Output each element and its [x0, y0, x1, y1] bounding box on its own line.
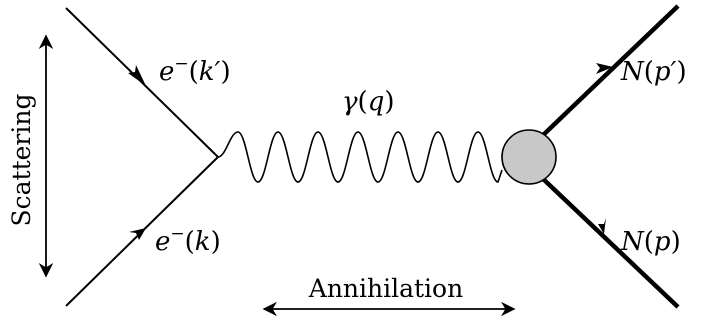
label-nucleon-incoming: N(p)	[620, 227, 681, 257]
label-electron-incoming: e−(k)	[155, 224, 221, 257]
annihilation-label: Annihilation	[308, 274, 463, 303]
label-electron-outgoing: e−(k′)	[159, 54, 231, 87]
label-photon: γ(q)	[342, 87, 395, 117]
nucleon-line-outgoing	[538, 4, 680, 140]
hadronic-vertex-blob	[501, 129, 557, 185]
nucleon-incoming-arrow-icon	[598, 218, 606, 234]
electron-incoming-arrow-icon	[129, 228, 146, 240]
electron-outgoing-arrow-icon	[128, 65, 146, 86]
nucleon-outgoing-arrow-icon	[596, 63, 613, 74]
label-nucleon-outgoing: N(p′)	[620, 57, 687, 87]
photon-propagator	[217, 131, 503, 183]
scattering-label: Scattering	[7, 94, 36, 227]
nucleon-line-incoming	[538, 174, 680, 309]
